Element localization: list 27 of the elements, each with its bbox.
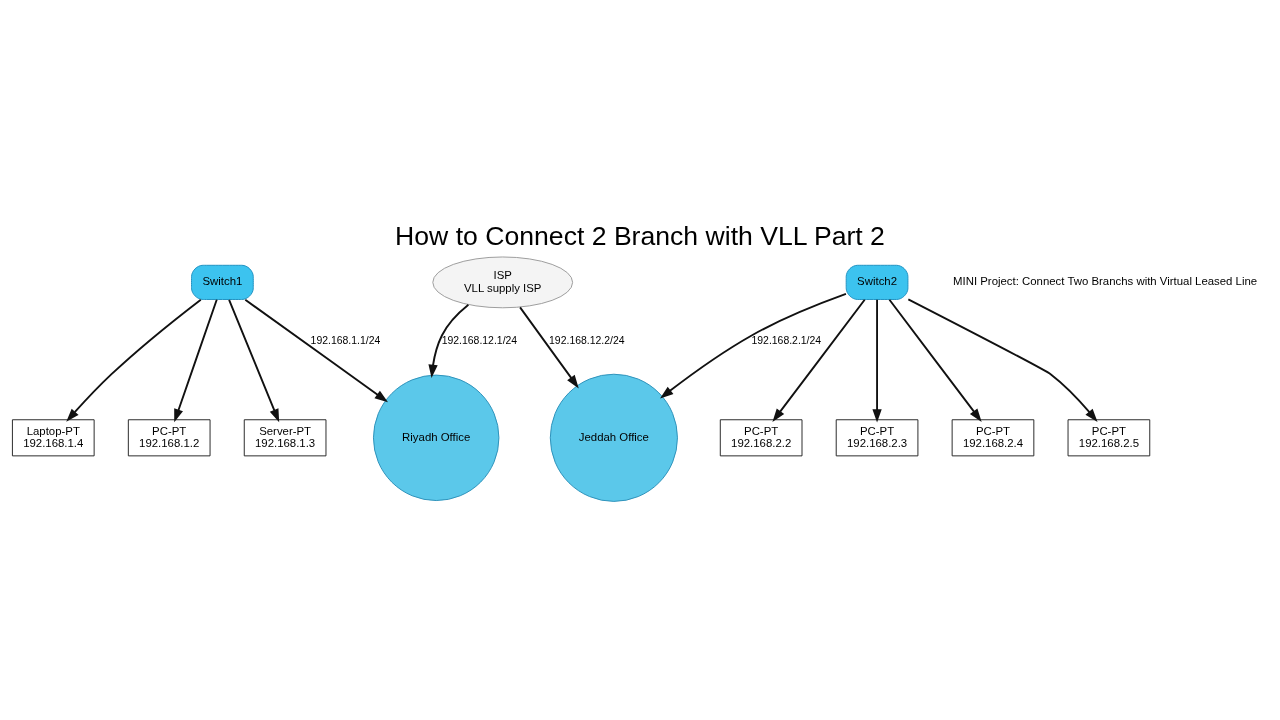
node-box: Laptop-PT 192.168.1.4 [11,418,95,456]
node-ellipse: ISP VLL supply ISP [432,256,574,308]
node-box: PC-PT 192.168.2.5 [1067,418,1151,456]
arrow [174,298,218,422]
node-box: PC-PT 192.168.2.3 [835,418,919,456]
node-box: Switch1 [191,264,254,300]
arrow [428,303,470,378]
arrow [660,292,847,399]
diagram-title: How to Connect 2 Branch with VLL Part 2 [395,220,885,251]
label: MINI Project: Connect Two Branchs with Virtual Leased Line [953,274,1258,287]
arrow [244,298,388,402]
node-box: PC-PT 192.168.2.2 [719,418,803,456]
node-box: PC-PT 192.168.2.4 [951,418,1035,456]
arrow [519,305,579,388]
arrow [228,298,280,422]
edge-label: 192.168.12.1/24 [441,334,518,346]
arrow [772,298,866,422]
arrow [907,297,1098,422]
edge-label: 192.168.1.1/24 [310,334,381,346]
edge-label: 192.168.12.2/24 [549,334,625,346]
node-box: PC-PT 192.168.1.2 [127,418,211,456]
arrow [888,298,982,422]
arrow [872,298,882,422]
node-box: Server-PT 192.168.1.3 [243,418,327,456]
edge-label: 192.168.2.1/24 [751,334,822,346]
node-box: Switch2 [845,264,909,300]
arrow [66,298,202,422]
